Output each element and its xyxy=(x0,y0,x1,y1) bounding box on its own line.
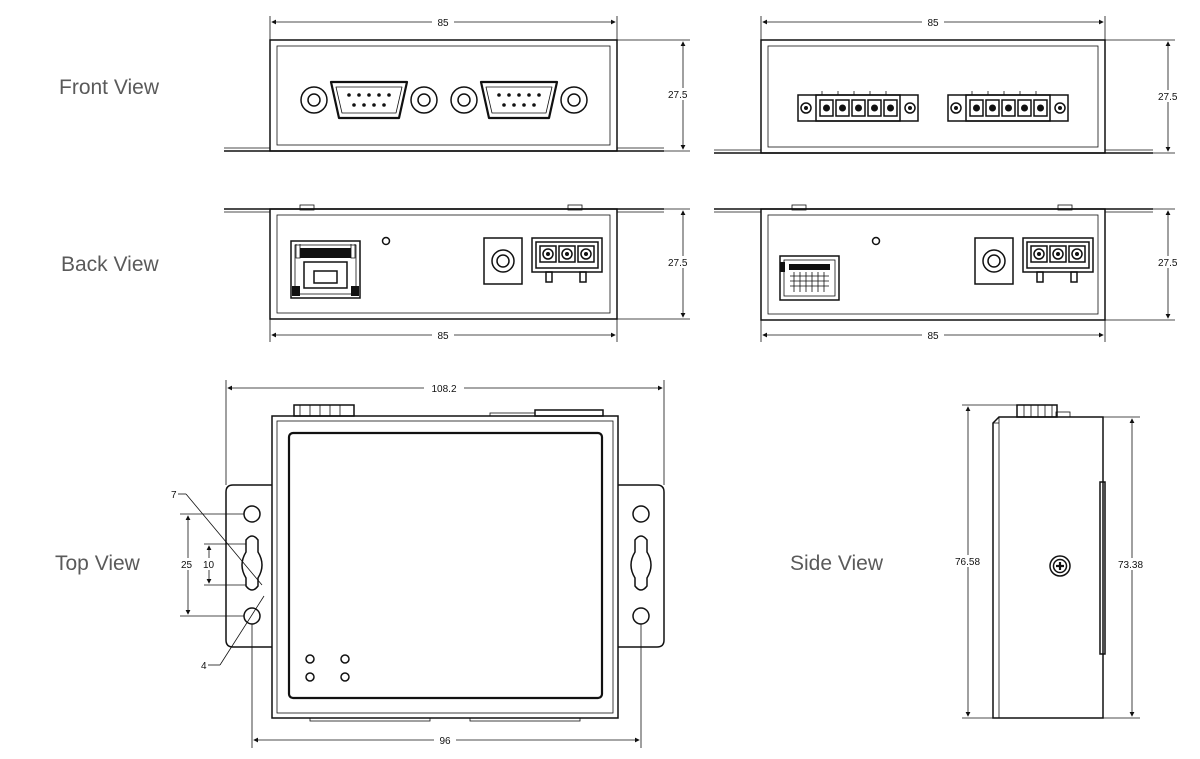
back-right-height-dim: 27.5 xyxy=(1158,258,1178,269)
front-left-width-dim: 85 xyxy=(437,18,449,29)
top-slot-pitch-dim: 25 xyxy=(181,560,193,571)
top-hole-7-dim: 7 xyxy=(171,490,177,501)
back-left-height-dim: 27.5 xyxy=(668,258,688,269)
front-right-height-dim: 27.5 xyxy=(1158,92,1178,103)
top-overall-width-dim: 108.2 xyxy=(431,384,456,395)
side-overall-height-dim: 76.58 xyxy=(955,557,980,568)
back-left-width-dim: 85 xyxy=(437,331,449,342)
side-view: 76.58 73.38 xyxy=(953,404,1149,719)
top-view-label: Top View xyxy=(55,552,141,575)
top-hole-4-dim: 4 xyxy=(201,661,207,672)
front-view-right: 85 27.5 xyxy=(714,16,1182,154)
back-view-left: 27.5 85 xyxy=(224,204,692,342)
top-view: 108.2 96 xyxy=(171,380,665,748)
back-view-right: 27.5 85 xyxy=(714,204,1182,342)
front-view-label: Front View xyxy=(59,76,160,99)
top-slot-length-dim: 10 xyxy=(203,560,215,571)
back-view-label: Back View xyxy=(61,253,159,276)
side-body-height-dim: 73.38 xyxy=(1118,560,1143,571)
side-view-label: Side View xyxy=(790,552,884,575)
back-right-width-dim: 85 xyxy=(927,331,939,342)
front-left-height-dim: 27.5 xyxy=(668,90,688,101)
front-view-left: 85 27.5 xyxy=(224,16,692,152)
front-right-width-dim: 85 xyxy=(927,18,939,29)
top-hole-spacing-dim: 96 xyxy=(439,736,451,747)
